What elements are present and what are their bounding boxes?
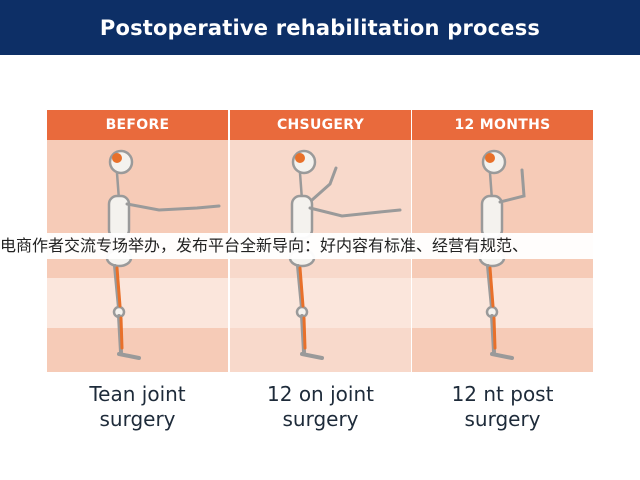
panel-header: CHSUGERY: [230, 110, 411, 140]
caption-line: surgery: [282, 407, 359, 431]
caption-line: surgery: [464, 407, 541, 431]
caption-line: 12 on joint: [267, 382, 374, 406]
overlay-text-strip: 电商作者交流专场举办，发布平台全新导向：好内容有标准、经营有规范、: [0, 233, 640, 259]
highlight-band: [230, 278, 411, 328]
panel-label: 12 MONTHS: [454, 117, 551, 133]
page-title: Postoperative rehabilitation process: [99, 15, 541, 40]
panel-caption: Tean joint surgery: [47, 382, 228, 432]
highlight-band: [412, 278, 593, 328]
panel-header: BEFORE: [47, 110, 228, 140]
panel-caption: 12 nt post surgery: [412, 382, 593, 432]
skeleton-figure-raised-arm: [288, 149, 402, 360]
panel-caption: 12 on joint surgery: [230, 382, 411, 432]
caption-line: surgery: [99, 407, 176, 431]
panel-label: BEFORE: [105, 117, 170, 133]
highlight-band: [47, 278, 228, 328]
caption-line: 12 nt post: [451, 382, 554, 406]
title-banner: Postoperative rehabilitation process: [0, 0, 640, 55]
caption-line: Tean joint: [89, 382, 186, 406]
panel-label: CHSUGERY: [276, 117, 365, 133]
overlay-text: 电商作者交流专场举办，发布平台全新导向：好内容有标准、经营有规范、: [0, 236, 529, 255]
panel-header: 12 MONTHS: [412, 110, 593, 140]
